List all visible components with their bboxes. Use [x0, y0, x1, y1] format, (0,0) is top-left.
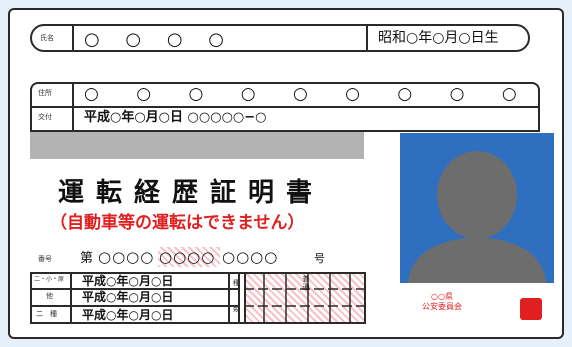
issuer-stamp: ○○県 公安委員会: [412, 292, 472, 311]
divider: [30, 106, 540, 108]
number-label: 番号: [38, 255, 52, 263]
number-suffix: 号: [314, 252, 325, 265]
birth-date: 昭和○年○月○日生: [378, 30, 499, 46]
address-label: 住所: [38, 89, 52, 97]
card-title: 運転経歴証明書: [58, 178, 325, 208]
gray-band: [30, 132, 364, 159]
photo-area: [400, 133, 554, 283]
issuer-line2: 公安委員会: [422, 301, 462, 311]
class-grid-lines: [244, 272, 366, 324]
name-label: 氏名: [40, 34, 54, 42]
issuer-line1: ○○県: [431, 292, 453, 301]
license-row-label: 二 種: [36, 310, 57, 318]
card-subtitle: （自動車等の運転はできません）: [50, 213, 305, 233]
divider: [70, 272, 72, 324]
class-center-label: 普通: [302, 275, 310, 291]
number-value-end: ○○○○: [222, 248, 279, 266]
license-row-label: 二・小・原: [34, 276, 65, 283]
divider: [72, 24, 74, 52]
license-date-table: [30, 272, 240, 324]
number-value-hatched: ○○○○: [159, 248, 216, 266]
divider: [30, 305, 240, 307]
license-class-grid: [228, 272, 366, 324]
class-side-label: 種: [233, 279, 240, 287]
name-row: [30, 24, 530, 52]
issue-label: 交付: [38, 113, 52, 121]
number-hatch: [158, 247, 220, 267]
name-value: ○ ○ ○ ○: [84, 29, 234, 50]
license-row-date: 平成○年○月○日: [82, 274, 174, 288]
license-row-date: 平成○年○月○日: [82, 290, 174, 304]
license-row-date: 平成○年○月○日: [82, 308, 174, 322]
number-prefix: 第: [80, 251, 94, 266]
seal-mark: [520, 298, 542, 320]
divider: [244, 272, 246, 324]
person-silhouette-icon: [408, 151, 546, 283]
divider: [366, 24, 368, 52]
license-row-label: 他: [46, 292, 53, 300]
address-value: ○ ○ ○ ○ ○ ○ ○ ○ ○: [84, 84, 533, 104]
class-side-label: 類: [233, 305, 240, 313]
issue-value: 平成○年○月○日 ○○○○○−○: [84, 110, 267, 125]
number-value-start: ○○○○: [98, 248, 155, 266]
divider: [30, 288, 240, 290]
